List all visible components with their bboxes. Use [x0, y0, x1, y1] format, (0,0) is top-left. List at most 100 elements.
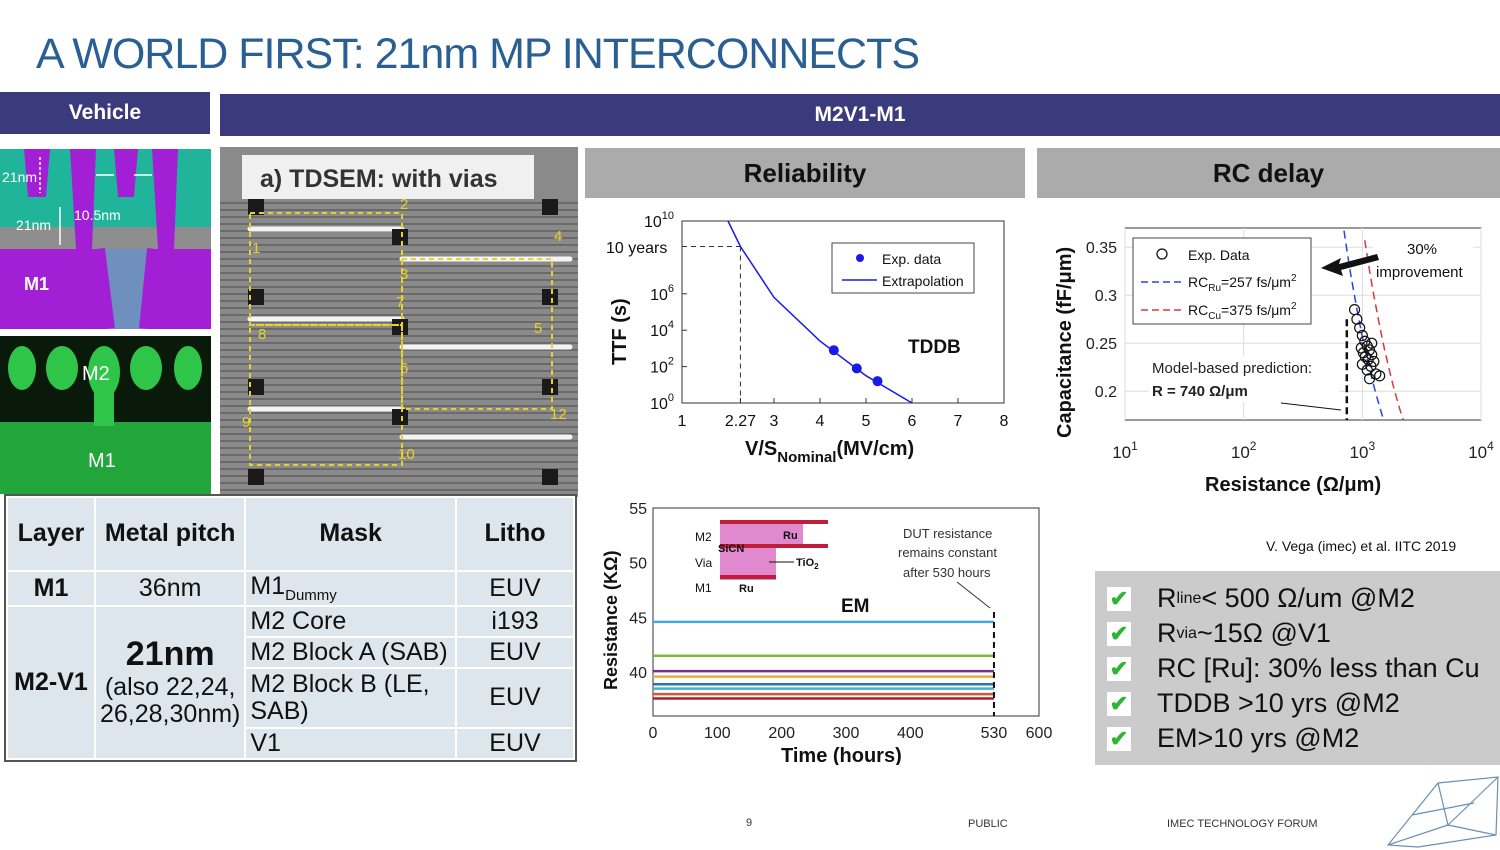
em-xlabel: Time (hours): [781, 745, 902, 765]
check-icon: ✔: [1107, 726, 1131, 751]
legend-exp-data-rc: Exp. Data: [1188, 247, 1250, 263]
tddb-x-tick: 2.27: [725, 413, 756, 430]
rc-data-point: [1374, 370, 1386, 382]
tdsem-title: a) TDSEM: with vias: [260, 165, 498, 193]
legend-rc-cu: RCCu=375 fs/μm2: [1188, 301, 1297, 322]
dim-10-5nm: 10.5nm: [74, 207, 121, 223]
mask-row: M2 Block B (LE, SAB): [244, 667, 457, 729]
tddb-x-tick: 6: [908, 413, 917, 430]
rc-x-tick: 104: [1468, 439, 1494, 462]
tddb-x-tick: 8: [1000, 413, 1009, 430]
em-x-tick: 100: [704, 725, 731, 742]
em-note-2: remains constant: [898, 545, 997, 560]
vehicle-header: Vehicle: [0, 92, 210, 134]
rc-data-point: [1359, 351, 1371, 363]
tdsem-mark-7: 7: [396, 294, 404, 311]
m1-litho: EUV: [455, 569, 575, 608]
tddb-y-tick: 106: [650, 283, 674, 304]
rc-data-point: [1356, 329, 1368, 342]
via-mark: [248, 469, 264, 485]
tdsem-mark-4: 4: [554, 228, 562, 245]
rc-delay-header: RC delay: [1037, 148, 1500, 198]
em-x-tick: 600: [1026, 725, 1053, 742]
tdsem-mark-2: 2: [400, 196, 408, 213]
via-mark: [248, 289, 264, 305]
inset-ru-bottom: Ru: [739, 583, 754, 595]
m1-label: M1: [24, 274, 49, 294]
prediction-label: Model-based prediction:: [1152, 360, 1312, 377]
inset-via: Via: [695, 556, 712, 570]
tddb-x-tick: 5: [862, 413, 871, 430]
page-title: A WORLD FIRST: 21nm MP INTERCONNECTS: [36, 30, 920, 78]
m1-layer: M1: [6, 569, 96, 608]
em-x-tick: 400: [897, 725, 924, 742]
legend-rc-ru: RCRu=257 fs/μm2: [1188, 273, 1297, 294]
em-y-tick: 55: [629, 501, 647, 518]
em-x-tick: 0: [649, 725, 658, 742]
tddb-y-tick: 100: [650, 392, 674, 413]
rc-data-point: [1365, 360, 1377, 372]
em-ylabel: Resistance (KΩ): [601, 551, 621, 690]
imec-logo-graphic: [1386, 776, 1499, 848]
improvement-label: improvement: [1376, 264, 1464, 281]
mask-row: V1: [244, 726, 457, 761]
tddb-legend: Exp. data Extrapolation: [831, 242, 975, 294]
m1-pitch: 36nm: [93, 569, 247, 608]
legend-exp-data: Exp. data: [882, 251, 941, 267]
em-note-3: after 530 hours: [903, 565, 991, 580]
via-mark: [542, 469, 558, 485]
public-label: PUBLIC: [968, 818, 1008, 830]
dim-21nm-horizontal: 21nm: [16, 217, 51, 233]
inset-sicn: SiCN: [718, 543, 744, 555]
rc-x-tick: 103: [1350, 439, 1376, 462]
rc-y-tick: 0.35: [1086, 240, 1117, 257]
inset-tio2: TiO2: [796, 557, 819, 571]
litho-cell: EUV: [455, 667, 575, 729]
rc-ru-line: [1343, 230, 1384, 419]
page-number: 9: [746, 817, 753, 829]
mask-row: M2 Core: [244, 605, 457, 639]
via-mark: [248, 379, 264, 395]
tddb-x-tick: 7: [954, 413, 963, 430]
mask-row: M2 Block A (SAB): [244, 636, 457, 670]
em-y-tick: 40: [629, 665, 647, 682]
col-mask: Mask: [244, 496, 457, 572]
check-icon: ✔: [1107, 586, 1131, 611]
inset-m1: M1: [695, 581, 712, 595]
tdsem-mark-12: 12: [550, 406, 567, 423]
via-mark: [542, 199, 558, 215]
dim-21nm-vertical: 21nm: [2, 169, 37, 185]
litho-cell: EUV: [455, 726, 575, 761]
tem-image: M2 M1: [0, 336, 211, 494]
via-mark: [392, 409, 408, 425]
m2-pitch: 21nm(also 22,24, 26,28,30nm): [93, 605, 247, 760]
rc-data-point: [1366, 337, 1378, 349]
bullet-item: ✔EM>10 yrs @M2: [1095, 721, 1500, 756]
check-icon: ✔: [1107, 691, 1131, 716]
rc-legend: Exp. Data RCRu=257 fs/μm2 RCCu=375 fs/μm…: [1132, 237, 1312, 325]
em-x-tick: 530: [981, 725, 1008, 742]
tddb-x-tick: 1: [678, 413, 687, 430]
exp-data-point: [872, 376, 883, 387]
tddb-y-tick: 104: [650, 319, 674, 340]
rc-y-tick: 0.25: [1086, 336, 1117, 353]
litho-cell: EUV: [455, 636, 575, 670]
citation: V. Vega (imec) et al. IITC 2019: [1266, 538, 1457, 554]
via-mark: [248, 199, 264, 215]
m2-layer: M2-V1: [6, 605, 96, 760]
via-mark: [542, 379, 558, 395]
em-note-1: DUT resistance: [903, 526, 992, 541]
tdsem-mark-3: 3: [400, 266, 408, 283]
col-metal-pitch: Metal pitch: [93, 496, 247, 572]
via-mark: [392, 229, 408, 245]
rc-y-tick: 0.3: [1095, 288, 1117, 305]
tdsem-mark-5: 5: [534, 320, 542, 337]
litho-cell: i193: [455, 605, 575, 639]
tddb-annotation: TDDB: [908, 337, 961, 358]
tddb-x-tick: 3: [770, 413, 779, 430]
